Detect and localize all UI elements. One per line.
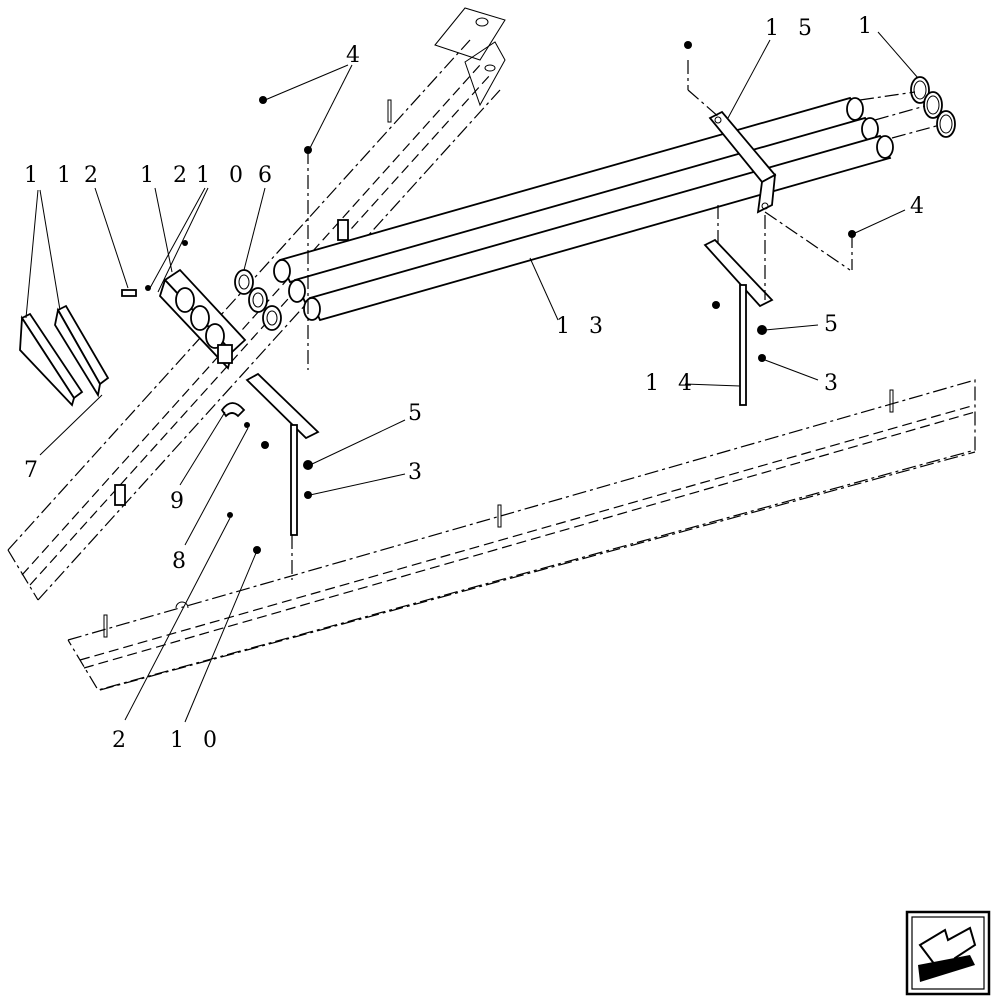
clamp-bracket xyxy=(687,60,851,271)
callout-label-10-bottom: 1 0 xyxy=(170,728,223,753)
phantom-frame-left xyxy=(7,39,501,601)
callout-label-7: 7 xyxy=(24,458,44,483)
gaskets xyxy=(234,269,282,331)
callout-label-5-left: 5 xyxy=(408,401,428,426)
callout-15: 1 5 xyxy=(727,16,818,119)
callout-label-4-right: 4 xyxy=(910,194,930,219)
callout-13: 1 3 xyxy=(529,257,609,339)
callout-label-5-right: 5 xyxy=(824,312,844,337)
stand-right xyxy=(703,205,774,406)
back-arrow-icon[interactable] xyxy=(905,910,991,996)
callout-4-right: 4 xyxy=(854,194,930,234)
callout-label-3-left: 3 xyxy=(408,460,428,485)
callout-14: 1 4 xyxy=(645,371,741,396)
top-bracket xyxy=(434,7,506,107)
clips xyxy=(103,99,894,638)
callout-8: 8 xyxy=(172,427,249,574)
stand-left xyxy=(245,372,320,580)
front-plate xyxy=(158,268,247,370)
callout-3-left: 3 xyxy=(309,460,428,496)
callout-label-4-top: 4 xyxy=(346,43,366,68)
callout-4-top: 4 xyxy=(264,43,366,149)
tube-assembly xyxy=(273,96,894,322)
callout-11: 1 1 xyxy=(24,163,77,319)
callouts: 1 1 5 4 4 1 1 2 1 2 xyxy=(24,14,930,753)
callout-3-right: 3 xyxy=(764,359,844,396)
callout-label-11: 1 1 xyxy=(24,163,77,188)
callout-label-13: 1 3 xyxy=(556,314,609,339)
callout-7: 7 xyxy=(24,394,103,483)
callout-label-14: 1 4 xyxy=(645,371,698,396)
callout-2-top: 2 xyxy=(84,163,129,289)
callout-2-bottom: 2 xyxy=(112,517,231,753)
callout-1: 1 xyxy=(858,14,919,79)
callout-label-10-top: 1 0 xyxy=(196,163,249,188)
phantom-frame-lower xyxy=(67,379,976,691)
callout-5-left: 5 xyxy=(309,401,428,466)
callout-label-9: 9 xyxy=(170,489,190,514)
channel-pieces xyxy=(19,304,110,407)
callout-label-6: 6 xyxy=(258,163,278,188)
callout-label-8: 8 xyxy=(172,549,192,574)
callout-5-right: 5 xyxy=(764,312,844,337)
callout-10-bottom: 1 0 xyxy=(170,552,257,753)
end-rings xyxy=(859,76,956,139)
callout-9: 9 xyxy=(170,411,226,514)
callout-label-3-right: 3 xyxy=(824,371,844,396)
callout-label-12: 1 2 xyxy=(140,163,193,188)
tube-middle xyxy=(288,116,879,304)
callout-label-1: 1 xyxy=(858,14,878,39)
callout-12: 1 2 xyxy=(140,163,193,273)
hardware xyxy=(121,41,856,554)
callout-10-top: 1 0 xyxy=(149,163,249,293)
callout-6: 6 xyxy=(243,163,278,271)
callout-label-2-bottom: 2 xyxy=(112,728,132,753)
callout-label-15: 1 5 xyxy=(765,16,818,41)
callout-label-2-top: 2 xyxy=(84,163,104,188)
